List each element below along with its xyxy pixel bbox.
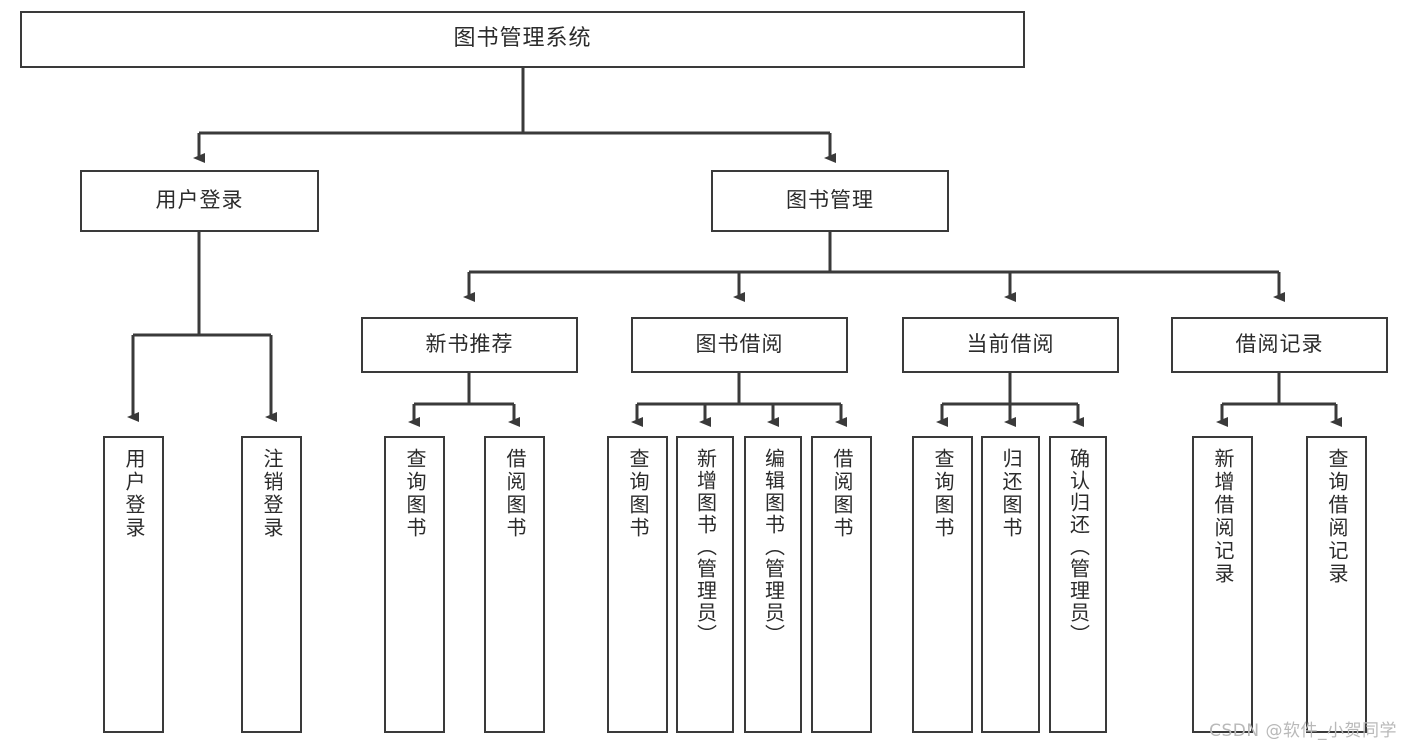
csdn-watermark: CSDN @软件_小贺同学	[1209, 721, 1397, 741]
node-user-login[interactable]: 用户登录	[80, 170, 319, 232]
node-label: 图书管理	[786, 188, 874, 213]
leaf-query-book-borrow[interactable]: 查询图书	[607, 436, 668, 733]
leaf-label: 借阅图书	[830, 448, 854, 540]
leaf-label: 借阅图书	[503, 448, 527, 540]
node-label: 图书管理系统	[453, 26, 592, 52]
node-label: 借阅记录	[1235, 332, 1324, 357]
leaf-label: 注销登录	[260, 448, 284, 540]
node-book-management[interactable]: 图书管理	[711, 170, 949, 232]
leaf-query-book-new-recommend[interactable]: 查询图书	[384, 436, 445, 733]
node-label: 图书借阅	[695, 332, 784, 357]
leaf-label: 查询借阅记录	[1325, 448, 1349, 586]
node-borrow-record[interactable]: 借阅记录	[1171, 317, 1388, 373]
leaf-label: 编辑图书（管理员）	[761, 448, 786, 646]
leaf-label: 查询图书	[626, 448, 650, 540]
node-book-borrow[interactable]: 图书借阅	[631, 317, 848, 373]
leaf-label: 确认归还（管理员）	[1066, 448, 1091, 646]
leaf-query-book-current[interactable]: 查询图书	[912, 436, 973, 733]
leaf-label: 新增图书（管理员）	[693, 448, 718, 646]
leaf-confirm-return[interactable]: 确认归还（管理员）	[1049, 436, 1107, 733]
leaf-query-borrow-record[interactable]: 查询借阅记录	[1306, 436, 1367, 733]
leaf-add-borrow-record[interactable]: 新增借阅记录	[1192, 436, 1253, 733]
leaf-add-book[interactable]: 新增图书（管理员）	[676, 436, 734, 733]
node-label: 新书推荐	[425, 332, 514, 357]
leaf-label: 用户登录	[122, 448, 146, 540]
leaf-label: 新增借阅记录	[1211, 448, 1235, 586]
leaf-logout-login[interactable]: 注销登录	[241, 436, 302, 733]
node-label: 用户登录	[155, 188, 244, 213]
leaf-borrow-book-new-recommend[interactable]: 借阅图书	[484, 436, 545, 733]
leaf-label: 查询图书	[931, 448, 955, 540]
node-root-book-management-system[interactable]: 图书管理系统	[20, 11, 1025, 68]
node-new-book-recommend[interactable]: 新书推荐	[361, 317, 578, 373]
leaf-label: 归还图书	[999, 448, 1023, 540]
leaf-edit-book[interactable]: 编辑图书（管理员）	[744, 436, 802, 733]
leaf-borrow-book-borrow[interactable]: 借阅图书	[811, 436, 872, 733]
node-label: 当前借阅	[966, 332, 1055, 357]
leaf-user-login[interactable]: 用户登录	[103, 436, 164, 733]
node-current-borrow[interactable]: 当前借阅	[902, 317, 1119, 373]
leaf-label: 查询图书	[403, 448, 427, 540]
leaf-return-book[interactable]: 归还图书	[981, 436, 1040, 733]
